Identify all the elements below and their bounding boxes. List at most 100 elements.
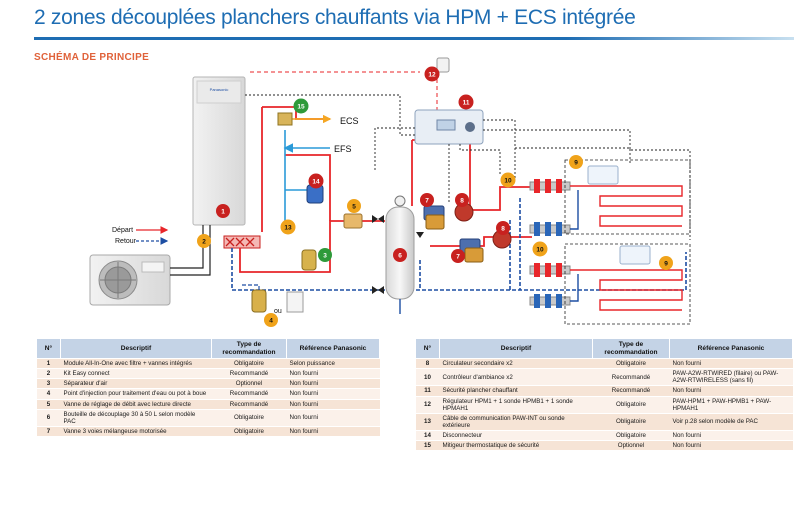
brand-label: Panasonic — [210, 87, 229, 92]
equipment-table-right: N° Descriptif Type de recommandation Réf… — [415, 338, 793, 451]
cell-type: Recommandé — [211, 388, 287, 399]
markers: 1 2 3 4 5 6 7 7 8 8 9 9 10 10 11 12 13 1… — [197, 66, 673, 327]
isolation-valves — [372, 215, 424, 294]
cell-type: Recommandé — [211, 368, 287, 379]
marker-3 — [318, 248, 332, 262]
svg-text:12: 12 — [428, 72, 436, 79]
cell-num: 5 — [36, 398, 61, 410]
cell-ref: Non fourni — [286, 388, 380, 399]
cell-ref: Non fourni — [669, 429, 793, 441]
marker-9a — [569, 155, 583, 169]
cell-ref: Non fourni — [669, 357, 793, 369]
svg-text:5: 5 — [352, 204, 356, 211]
svg-text:14: 14 — [312, 179, 320, 186]
cell-ref: Non fourni — [286, 425, 380, 436]
outdoor-sensor — [436, 57, 450, 73]
title-rule — [34, 37, 794, 40]
cell-desc: Câble de communication PAW-INT ou sonde … — [439, 412, 593, 431]
svg-text:4: 4 — [269, 318, 273, 325]
cell-num: 11 — [415, 385, 440, 396]
cold-return-lines — [231, 198, 687, 291]
marker-5 — [347, 199, 361, 213]
cell-type: Obligatoire — [592, 357, 670, 369]
col-header-type: Type de recommandation — [592, 338, 670, 359]
cell-num: 4 — [36, 388, 61, 399]
marker-10a — [500, 172, 516, 188]
thermostatic-mixer — [277, 112, 293, 126]
floor-loop-zone-2 — [564, 243, 691, 325]
cell-num: 14 — [415, 429, 440, 441]
room-controller-2 — [619, 245, 651, 265]
cell-desc: Mitigeur thermostatique de sécurité — [439, 440, 593, 451]
svg-text:7: 7 — [425, 198, 429, 205]
svg-text:15: 15 — [297, 104, 305, 111]
cell-type: Obligatoire — [592, 395, 670, 414]
cell-num: 6 — [36, 408, 61, 427]
svg-text:8: 8 — [460, 198, 464, 205]
all-in-one-module: Panasonic — [192, 76, 246, 226]
cell-desc: Séparateur d'air — [60, 378, 212, 389]
cell-ref: Non fourni — [669, 385, 793, 396]
cell-desc: Point d'injection pour traitement d'eau … — [60, 388, 212, 399]
cell-type: Optionnel — [592, 440, 670, 451]
equipment-table-left: N° Descriptif Type de recommandation Réf… — [36, 338, 380, 436]
svg-text:3: 3 — [323, 253, 327, 260]
svg-text:10: 10 — [536, 247, 544, 254]
cell-ref: Non fourni — [286, 378, 380, 389]
marker-1 — [216, 204, 230, 218]
cell-type: Recommandé — [592, 385, 670, 396]
easy-connect-kit — [223, 235, 261, 249]
svg-text:9: 9 — [574, 160, 578, 167]
room-controller-1 — [587, 165, 619, 185]
cell-num: 2 — [36, 368, 61, 379]
outdoor-unit — [89, 254, 171, 306]
cell-type: Obligatoire — [211, 408, 287, 427]
cell-desc: Sécurité plancher chauffant — [439, 385, 593, 396]
cell-desc: Bouteille de découplage 30 à 50 L selon … — [60, 408, 212, 427]
legend-depart-label: Départ — [112, 227, 133, 234]
sludge-pot — [251, 289, 267, 313]
svg-text:2: 2 — [202, 239, 206, 246]
cell-num: 7 — [36, 425, 61, 436]
efs-label: EFS — [334, 144, 352, 154]
cell-desc: Régulateur HPM1 + 1 sonde HPMB1 + 1 sond… — [439, 395, 593, 414]
marker-14 — [308, 173, 324, 189]
air-separator — [301, 249, 317, 271]
cell-type: Obligatoire — [211, 357, 287, 369]
cell-type: Obligatoire — [211, 425, 287, 436]
marker-8b — [496, 221, 510, 235]
manifold-zone-1 — [529, 179, 571, 236]
flow-valve — [343, 213, 363, 229]
marker-2 — [197, 234, 211, 248]
zone-1-group — [423, 202, 474, 230]
cell-type: Obligatoire — [592, 412, 670, 431]
cell-desc: Disconnecteur — [439, 429, 593, 441]
cell-type: Recommandé — [592, 368, 670, 386]
cell-type: Obligatoire — [592, 429, 670, 441]
cell-desc: Contrôleur d'ambiance x2 — [439, 368, 593, 386]
cell-num: 10 — [415, 368, 440, 386]
svg-text:7: 7 — [456, 254, 460, 261]
marker-15 — [293, 98, 309, 114]
marker-8a — [455, 193, 469, 207]
ou-label: ou — [274, 308, 282, 315]
cell-desc: Kit Easy connect — [60, 368, 212, 379]
water-treatment-can — [286, 291, 304, 313]
cell-num: 15 — [415, 440, 440, 451]
legend-retour-label: Retour — [115, 238, 137, 245]
cell-ref: Selon puissance — [286, 357, 380, 369]
hydraulic-diagram: Panasonic Départ Retour — [89, 57, 691, 327]
marker-13 — [280, 219, 296, 235]
page-title: 2 zones découplées planchers chauffants … — [34, 6, 636, 29]
marker-4 — [264, 313, 278, 327]
